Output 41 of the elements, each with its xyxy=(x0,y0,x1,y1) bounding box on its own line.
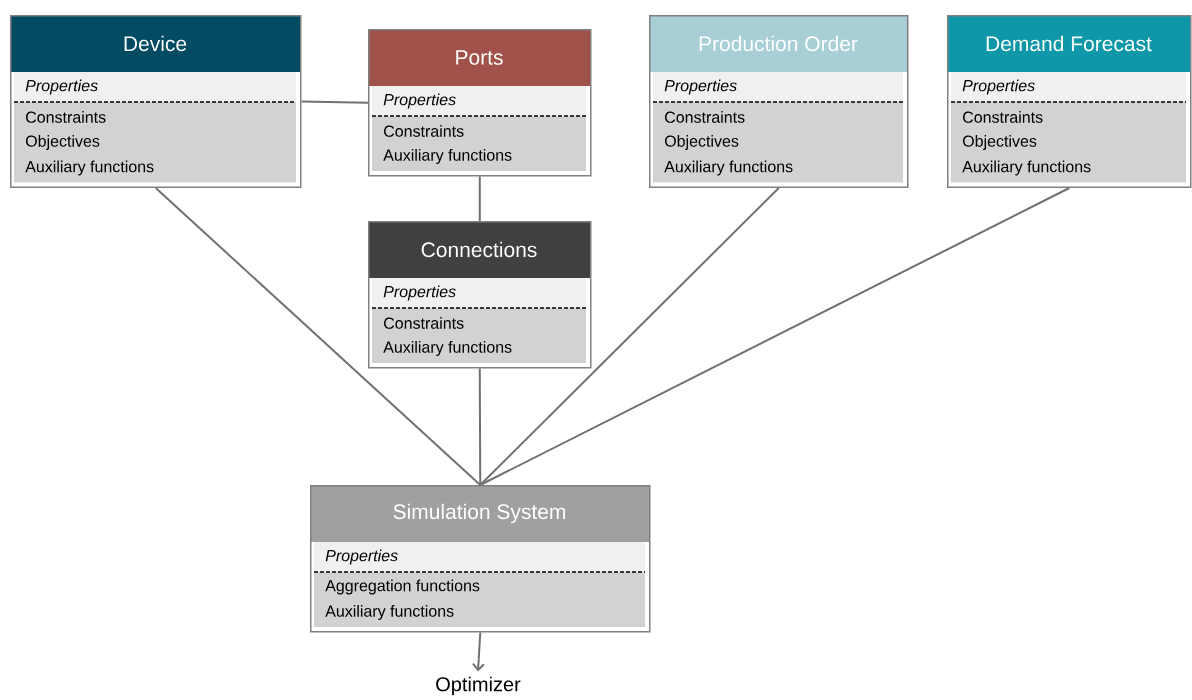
section-label: Properties xyxy=(383,93,456,109)
connector xyxy=(471,631,485,672)
connector xyxy=(300,100,369,104)
box-title: Connections xyxy=(421,241,537,258)
box-title: Device xyxy=(124,35,187,52)
class-box xyxy=(947,15,1192,188)
member-text: Objectives xyxy=(962,135,1037,150)
class-box xyxy=(310,485,651,633)
member-text: Constraints xyxy=(384,317,464,329)
box-title: Production Order xyxy=(699,35,858,52)
class-box xyxy=(368,221,592,369)
member-text: Auxiliary functions xyxy=(962,160,1091,176)
section-label: Properties xyxy=(25,79,98,95)
member-text: Objectives xyxy=(664,135,739,150)
connector xyxy=(478,367,482,486)
output-label: Optimizer xyxy=(436,676,521,696)
box-title: Simulation System xyxy=(393,503,566,524)
section-label: Properties xyxy=(962,79,1035,95)
connector xyxy=(479,187,780,486)
section-label: Properties xyxy=(664,79,737,95)
class-box xyxy=(368,29,592,177)
member-text: Auxiliary functions xyxy=(383,341,512,356)
member-text: Constraints xyxy=(665,111,745,123)
member-text: Auxiliary functions xyxy=(325,605,454,620)
connector xyxy=(479,187,1071,486)
member-text: Auxiliary functions xyxy=(25,160,154,176)
section-label: Properties xyxy=(325,549,398,565)
member-text: Aggregation functions xyxy=(325,579,480,595)
box-title: Demand Forecast xyxy=(986,35,1152,52)
section-label: Properties xyxy=(383,285,456,301)
member-text: Constraints xyxy=(384,125,464,137)
member-text: Constraints xyxy=(26,111,106,123)
member-text: Auxiliary functions xyxy=(664,160,793,176)
member-text: Auxiliary functions xyxy=(383,149,512,164)
class-box xyxy=(649,15,909,188)
connector xyxy=(154,187,482,486)
connector xyxy=(478,175,481,222)
box-title: Ports xyxy=(456,50,503,65)
member-text: Constraints xyxy=(963,111,1043,123)
member-text: Objectives xyxy=(25,135,100,150)
class-box xyxy=(10,15,302,188)
